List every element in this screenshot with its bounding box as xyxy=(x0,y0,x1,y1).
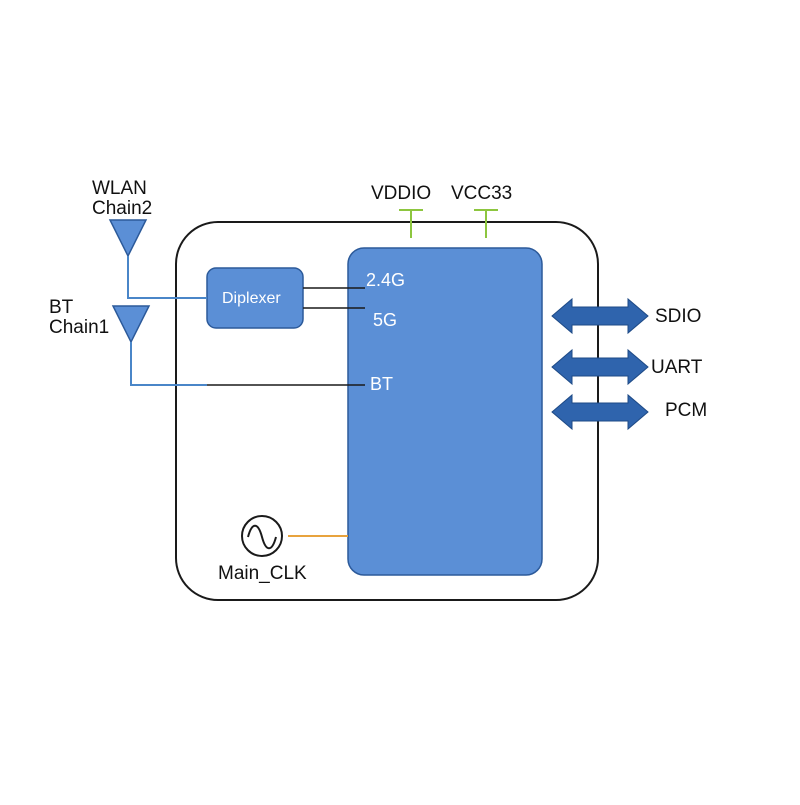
vcc33-pin xyxy=(474,209,498,238)
port-bt-label: BT xyxy=(370,374,394,394)
bt-antenna-icon xyxy=(111,305,365,386)
wifi-bt-chip xyxy=(347,247,543,576)
wlan-label-line2: Chain2 xyxy=(92,198,153,219)
bt-label-line2: Chain1 xyxy=(49,317,110,338)
clock-oscillator-icon xyxy=(241,515,283,557)
pcm-arrow-icon xyxy=(551,393,649,431)
pcm-label: PCM xyxy=(665,400,708,421)
port-5g-label: 5G xyxy=(373,310,398,330)
wlan-antenna-icon xyxy=(108,219,207,299)
vcc33-label: VCC33 xyxy=(451,183,513,204)
wlan-antenna-label: WLAN Chain2 xyxy=(92,179,152,219)
vddio-label: VDDIO xyxy=(371,183,432,204)
wlan-label-line1: WLAN xyxy=(92,178,147,199)
bt-label-line1: BT xyxy=(49,297,74,318)
port-24g-label: 2.4G xyxy=(366,270,406,290)
sdio-label: SDIO xyxy=(655,306,702,327)
bt-antenna-label: BT Chain1 xyxy=(49,298,109,338)
diplexer-label: Diplexer xyxy=(222,290,281,307)
sdio-arrow-icon xyxy=(551,297,649,335)
main-clk-label: Main_CLK xyxy=(218,563,307,584)
uart-arrow-icon xyxy=(551,348,649,386)
uart-label: UART xyxy=(651,357,703,378)
vddio-pin xyxy=(399,209,423,238)
